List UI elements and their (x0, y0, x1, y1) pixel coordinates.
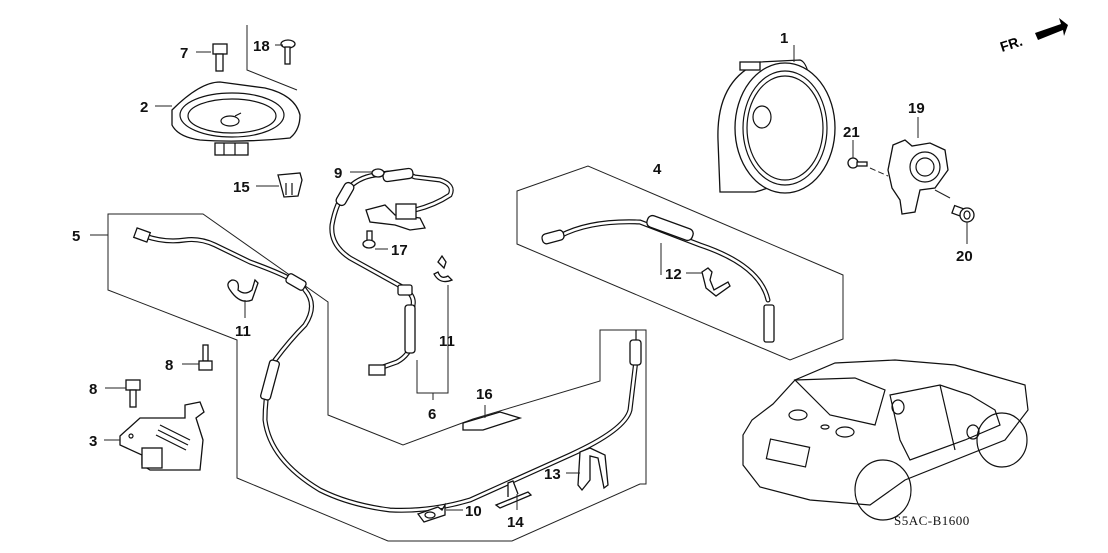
harness-clip-11b-drawing (433, 254, 454, 283)
callout-9: 9 (334, 165, 342, 182)
rear-speaker-drawing (171, 81, 301, 156)
cable-clip-10-drawing (416, 502, 446, 523)
callout-8b: 8 (89, 381, 97, 398)
callout-11a: 11 (235, 323, 251, 340)
callout-16: 16 (476, 386, 493, 403)
screw-17-drawing (362, 230, 376, 249)
bolt-8a-drawing (198, 344, 213, 371)
harness-clip-11a-drawing (227, 278, 259, 302)
front-speaker-1-drawing (717, 59, 836, 194)
callout-14: 14 (507, 514, 524, 531)
front-label: FR. (998, 33, 1024, 55)
callout-7: 7 (180, 45, 188, 62)
callout-2: 2 (140, 99, 148, 116)
front-arrow-icon (1035, 18, 1068, 40)
leader-lines (90, 44, 968, 511)
callout-19: 19 (908, 100, 925, 117)
pad-16-drawing (462, 411, 523, 431)
callout-11b: 11 (439, 333, 455, 350)
callout-12: 12 (665, 266, 682, 283)
tweeter-19-drawing (887, 139, 949, 215)
extension-cable-4-drawing (541, 214, 775, 343)
antenna-sub-cable-6-drawing (329, 167, 454, 376)
callout-20: 20 (956, 248, 973, 265)
harness-clip-12-drawing (701, 267, 731, 297)
bolt-8b-drawing (125, 379, 141, 408)
clip-nut-15-drawing (277, 172, 303, 198)
callout-5: 5 (72, 228, 80, 245)
callout-13: 13 (544, 466, 561, 483)
callout-8a: 8 (165, 357, 173, 374)
callout-18: 18 (253, 38, 270, 55)
callout-6: 6 (428, 406, 436, 423)
vehicle-location-illustration (742, 359, 1029, 521)
callout-3: 3 (89, 433, 97, 450)
callout-15: 15 (233, 179, 250, 196)
front-direction-indicator: FR. (998, 18, 1068, 55)
cable-holder-13-drawing (577, 447, 609, 492)
group-outlines (107, 25, 844, 542)
antenna-amplifier-3-drawing (119, 401, 205, 471)
drawing-code: S5AC-B1600 (894, 513, 970, 528)
callout-1: 1 (780, 30, 788, 47)
callout-labels: 1 2 3 4 5 6 7 8 8 9 10 11 11 12 13 14 15… (72, 30, 973, 531)
outline-group-4 (516, 165, 844, 361)
grommet-20-drawing (934, 189, 975, 223)
outline-rear-shelf (246, 25, 298, 91)
bolt-7-drawing (212, 43, 228, 72)
outline-group-5 (107, 213, 647, 542)
callout-10: 10 (465, 503, 482, 520)
screw-18-drawing (280, 39, 296, 65)
callout-4: 4 (653, 161, 662, 178)
clip-9-drawing (371, 168, 385, 178)
screw-21-drawing (847, 157, 889, 177)
callout-21: 21 (843, 124, 860, 141)
callout-17: 17 (391, 242, 408, 259)
